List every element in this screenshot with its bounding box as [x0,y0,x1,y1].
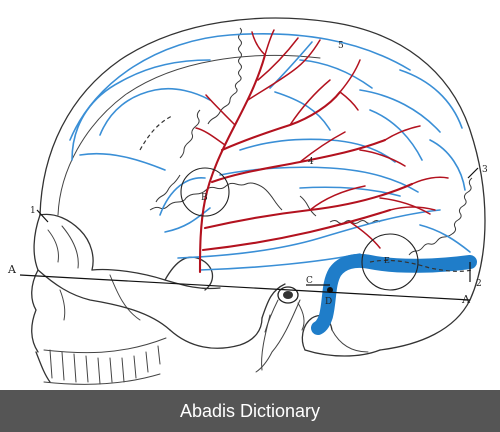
squamous-suture [139,115,317,217]
label-3: 3 [482,165,488,175]
label-b: B [201,193,208,203]
n3-leader-line [467,167,479,179]
label-d: D [325,297,332,307]
label-a-right: A [461,293,471,306]
point-d-marker [327,287,333,293]
meningeal-arteries [195,29,449,274]
venous-sinus [311,253,477,335]
n1-leader-line [36,209,49,223]
label-5: 5 [338,41,344,51]
brain-sulci [69,32,471,271]
skull-outline [31,17,486,373]
teeth [35,337,167,385]
diagram-canvas: A A B C D E 1 2 3 4 5 [7,17,488,385]
coronal-suture [155,27,242,203]
label-4: 4 [308,157,314,167]
caption-bar: Abadis Dictionary [0,390,500,432]
reference-line-aa [19,274,471,301]
label-c: C [306,276,313,286]
skull-brain-diagram: A A B C D E 1 2 3 4 5 [7,17,488,385]
label-a-left: A [7,263,17,276]
label-2: 2 [476,279,482,289]
caption-text: Abadis Dictionary [179,400,321,421]
region-circles [180,167,473,291]
label-e: E [384,256,390,265]
label-1: 1 [30,206,36,216]
